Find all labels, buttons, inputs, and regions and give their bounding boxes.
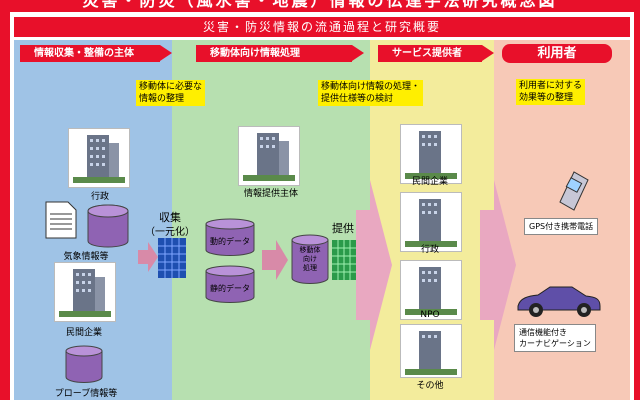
dynamic-data-db xyxy=(205,218,255,257)
process-db xyxy=(291,234,329,285)
collect-item-label: 行政 xyxy=(90,192,109,202)
building-icon xyxy=(54,262,116,322)
mobile-header: 移動体向け情報処理 xyxy=(196,45,364,62)
building-icon xyxy=(400,324,462,378)
phone-label: GPS付き携帯電話 xyxy=(524,218,599,235)
building-icon xyxy=(238,126,300,186)
collect-item-label: 民間企業 xyxy=(65,328,102,338)
service-item-label: NPO xyxy=(420,310,440,320)
mobile-note: 移動体に必要な 情報の整理 xyxy=(136,80,206,106)
database-icon xyxy=(87,204,129,248)
service-item-label: 民間企業 xyxy=(411,177,448,187)
document-icon xyxy=(45,201,77,239)
dynamic-data-label: 動的データ xyxy=(210,237,250,246)
process-label: 移動体 向け 処理 xyxy=(299,246,321,272)
phone-icon xyxy=(559,171,589,211)
collect-item-label: 気象情報等 xyxy=(63,252,109,262)
flow-provide-label: 提供 xyxy=(332,222,354,235)
car-label: 通信機能付き カーナビゲーション xyxy=(514,324,596,352)
collect-header: 情報収集・整備の主体 xyxy=(20,45,172,62)
grid-icon xyxy=(332,240,356,280)
arrow-icon xyxy=(138,242,158,272)
building-icon xyxy=(400,260,462,320)
database-icon xyxy=(65,345,103,384)
diagram-subtitle: 災害・防災情報の流通過程と研究概要 xyxy=(14,17,630,37)
provider-label: 情報提供主体 xyxy=(243,189,298,199)
arrow-icon xyxy=(262,240,288,280)
collect-item-label: プローブ情報等 xyxy=(54,389,118,399)
car-icon xyxy=(517,286,601,317)
service-note: 移動体向け情報の処理・ 提供仕様等の検討 xyxy=(318,80,424,106)
grid-icon xyxy=(158,238,186,278)
diagram-title: 災害・防災（風水害・地震）情報の伝達手法研究概念図 xyxy=(82,0,558,10)
big-arrow-icon xyxy=(356,180,392,350)
flow-unify-label: （一元化） xyxy=(145,227,195,238)
user-header: 利用者 xyxy=(502,44,612,63)
service-header: サービス提供者 xyxy=(378,45,494,62)
big-arrow-icon xyxy=(480,180,516,350)
static-data-db xyxy=(205,265,255,304)
static-data-label: 静的データ xyxy=(210,284,250,293)
service-item-label: 行政 xyxy=(420,245,439,255)
building-icon xyxy=(400,124,462,184)
user-note: 利用者に対する 効果等の整理 xyxy=(516,79,586,105)
building-icon xyxy=(400,192,462,252)
service-item-label: その他 xyxy=(416,381,444,391)
building-icon xyxy=(68,128,130,188)
flow-collect-label: 収集 xyxy=(159,211,181,224)
